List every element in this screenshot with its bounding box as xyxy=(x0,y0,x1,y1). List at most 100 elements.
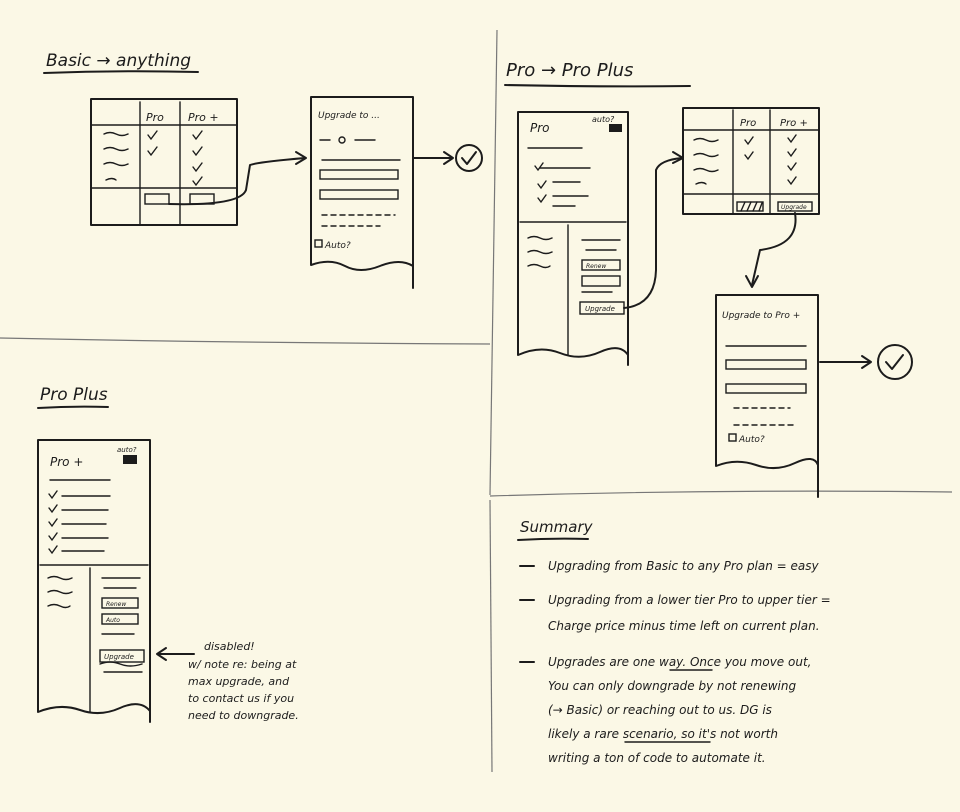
quadrant-pro-heading-underline xyxy=(504,84,691,88)
pro-flow-arrow-2 xyxy=(751,212,797,286)
quadrant-basic-heading: Basic → anything xyxy=(46,51,191,71)
pro-plus-auto-toggle[interactable] xyxy=(123,455,137,464)
summary-bullet-2-line-2: Charge price minus time left on current … xyxy=(548,619,820,633)
basic-success-checkmark-icon xyxy=(461,151,477,165)
pro-upgrade-screen-title: Upgrade to Pro + xyxy=(722,311,800,321)
basic-flow-arrowhead-2 xyxy=(443,151,454,165)
basic-table-pro-button[interactable] xyxy=(144,193,170,205)
pro-table-col-pro-plus: Pro + xyxy=(780,118,808,129)
basic-upgrade-screen: Upgrade to ... Auto? xyxy=(310,96,414,289)
basic-upgrade-dashed-lines xyxy=(321,214,396,227)
pro-table-col-pro: Pro xyxy=(740,118,756,129)
pro-plus-account-title: Pro + xyxy=(50,455,83,469)
pro-table-upgrade-button-label: Upgrade xyxy=(781,204,807,211)
summary-bullet-3-line-4: likely a rare scenario, so it's not wort… xyxy=(548,727,778,741)
pro-upgrade-screen: Upgrade to Pro + Auto? xyxy=(715,294,819,498)
pro-table-checkmarks xyxy=(744,134,797,186)
pro-renew-button[interactable] xyxy=(581,259,621,271)
basic-table-feature-lines xyxy=(103,131,129,181)
pro-pricing-table: Pro Pro + Upgrade xyxy=(682,107,820,215)
pro-plus-feature-checkmarks xyxy=(48,490,58,555)
pro-feature-lines xyxy=(527,147,591,207)
summary-bullet-2: Upgrading from a lower tier Pro to upper… xyxy=(548,593,834,633)
pro-account-screen-frame xyxy=(517,111,629,366)
quadrant-pro-plus-heading-underline xyxy=(37,405,109,409)
pro-plus-auto-button[interactable] xyxy=(101,613,139,625)
pro-plus-upgrade-scribble xyxy=(99,661,143,673)
summary-heading-underline xyxy=(517,537,589,541)
pro-table-feature-lines xyxy=(693,137,719,185)
pro-plus-note-line-2: w/ note re: being at xyxy=(188,658,297,671)
pro-plus-account-screen-frame xyxy=(37,439,151,723)
pro-upgrade-field-2[interactable] xyxy=(725,383,807,394)
pro-flow-arrow-1 xyxy=(623,157,683,309)
basic-table-col-pro-plus: Pro + xyxy=(188,111,219,124)
pro-plus-note-line-5: need to downgrade. xyxy=(188,709,299,722)
divider-vertical-top xyxy=(489,29,498,496)
pro-plus-note-arrowhead xyxy=(156,647,167,661)
basic-upgrade-auto-label: Auto? xyxy=(324,241,351,251)
basic-upgrade-radio-icon[interactable] xyxy=(338,136,346,144)
summary-bullet-3: Upgrades are one way. Once you move out,… xyxy=(548,655,815,765)
pro-plus-right-lines xyxy=(101,577,141,589)
quadrant-basic: Basic → anything Pro Pro + Upgrade to ..… xyxy=(43,51,483,289)
pro-feature-checkmarks xyxy=(534,162,547,204)
pro-plus-feature-lines xyxy=(49,479,111,552)
summary-heading: Summary xyxy=(520,518,594,536)
pro-plus-note: disabled! w/ note re: being at max upgra… xyxy=(188,640,300,722)
pro-plus-note-line-1: disabled! xyxy=(204,640,255,653)
summary-bullet-3-line-3: (→ Basic) or reaching out to us. DG is xyxy=(548,703,772,717)
pro-section-divider xyxy=(519,221,627,356)
summary-bullet-2-line-1: Upgrading from a lower tier Pro to upper… xyxy=(548,593,831,607)
basic-upgrade-auto-checkbox[interactable] xyxy=(314,239,323,248)
pro-auto-toggle[interactable] xyxy=(609,124,622,132)
quadrant-pro-plus: Pro Plus Pro + auto? Renew Auto Upgrade … xyxy=(37,385,300,723)
summary-bullet-1-line-1: Upgrading from Basic to any Pro plan = e… xyxy=(548,559,820,573)
pro-plus-left-lines xyxy=(47,575,73,609)
pro-plus-renew-button-label: Renew xyxy=(106,601,126,608)
pro-plus-note-line-3: max upgrade, and xyxy=(188,675,290,688)
summary-bullet-3-line-2: You can only downgrade by not renewing xyxy=(548,679,796,693)
basic-upgrade-field-1[interactable] xyxy=(319,169,399,180)
pro-auto-button[interactable] xyxy=(581,275,621,287)
pro-upgrade-field-1[interactable] xyxy=(725,359,807,370)
pro-renew-button-label: Renew xyxy=(586,263,606,270)
summary-bullet-3-line-1: Upgrades are one way. Once you move out, xyxy=(548,655,811,669)
basic-success-check-circle xyxy=(455,144,483,172)
pro-plus-upgrade-button-label: Upgrade xyxy=(104,653,134,661)
pro-table-frame xyxy=(682,107,820,215)
pro-upgrade-screen-frame xyxy=(715,294,819,498)
summary-bullet-1: Upgrading from Basic to any Pro plan = e… xyxy=(548,559,820,573)
quadrant-pro: Pro → Pro Plus Pro auto? Renew Upgrade xyxy=(504,60,913,498)
basic-upgrade-field-2[interactable] xyxy=(319,189,399,200)
pro-auto-toggle-label: auto? xyxy=(592,115,615,124)
pro-plus-renew-button[interactable] xyxy=(101,597,139,609)
pro-left-lines xyxy=(527,235,553,269)
pro-success-checkmark-icon xyxy=(885,354,904,370)
pro-upgrade-auto-checkbox[interactable] xyxy=(728,433,737,442)
pro-plus-account-screen: Pro + auto? Renew Auto Upgrade xyxy=(37,439,151,723)
basic-flow-arrow-1 xyxy=(168,157,306,206)
divider-horizontal-right xyxy=(489,490,953,497)
quadrant-summary: Summary Upgrading from Basic to any Pro … xyxy=(517,518,834,765)
pro-plus-section-divider xyxy=(39,564,149,713)
divider-vertical-bottom xyxy=(489,499,493,773)
pro-upgrade-auto-label: Auto? xyxy=(738,435,765,445)
pro-table-current-plan-disabled xyxy=(736,201,764,212)
basic-table-frame xyxy=(90,98,238,226)
divider-horizontal-left xyxy=(0,337,491,345)
pro-plus-note-line-4: to contact us if you xyxy=(188,692,294,705)
basic-pricing-table: Pro Pro + xyxy=(90,98,238,226)
pro-plus-upgrade-button-disabled xyxy=(99,649,145,663)
pro-upgrade-button-label: Upgrade xyxy=(585,305,615,313)
pro-plus-auto-button-label: Auto xyxy=(105,617,120,624)
pro-table-upgrade-button[interactable] xyxy=(777,201,813,212)
pro-right-lines xyxy=(581,239,621,251)
basic-flow-arrowhead-1 xyxy=(295,151,307,165)
quadrant-pro-heading: Pro → Pro Plus xyxy=(506,60,633,81)
pro-upgrade-dashed-lines xyxy=(733,407,796,426)
pro-plus-auto-toggle-label: auto? xyxy=(117,446,137,454)
quadrant-pro-plus-heading: Pro Plus xyxy=(40,385,108,405)
pro-flow-arrowhead-2 xyxy=(745,275,759,288)
pro-account-screen: Pro auto? Renew Upgrade xyxy=(517,111,629,366)
